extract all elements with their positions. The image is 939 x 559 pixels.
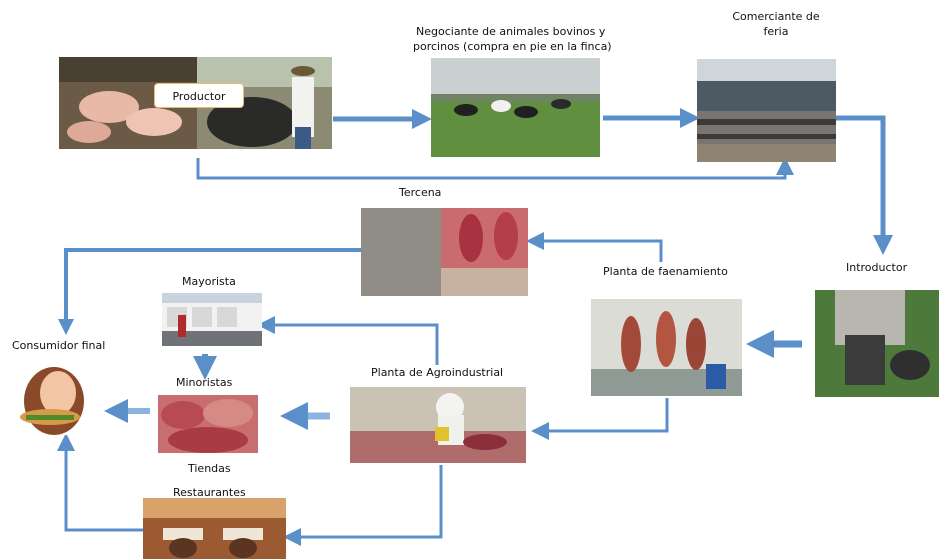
mayorista-photo [162, 293, 262, 346]
negociante-field-photo [431, 58, 600, 157]
minoristas-label: Minoristas [176, 376, 233, 389]
arrow-agroindustrial-mayorista [257, 316, 439, 365]
planta-agroindustrial-photo [350, 387, 526, 463]
arrow-tercena-consumidor [58, 248, 362, 335]
arrow-agroindustrial-restaurantes [283, 465, 443, 546]
arrow-faenamiento-tercena [526, 232, 663, 262]
arrow-restaurantes-consumidor [57, 433, 143, 532]
comerciante-label: Comerciante de [732, 10, 820, 23]
introductor-label: Introductor [846, 261, 908, 274]
arrow-productor-comerciante-bypass [196, 157, 794, 180]
productor-label: Productor [154, 83, 244, 108]
tercena-label: Tercena [399, 186, 442, 199]
consumidor-final-label: Consumidor final [12, 339, 106, 352]
mayorista-label: Mayorista [182, 275, 236, 288]
arrow-faenamiento-agroindustrial [531, 398, 669, 440]
tercena-photo [361, 208, 528, 296]
comerciante-label-line2: feria [763, 25, 789, 38]
planta-faenamiento-label: Planta de faenamiento [603, 265, 728, 278]
negociante-label: Negociante de animales bovinos y [416, 25, 606, 38]
planta-faenamiento-photo [591, 299, 742, 396]
minoristas-photo [158, 395, 258, 453]
consumidor-final-photo [12, 361, 96, 435]
restaurantes-label: Restaurantes [173, 486, 246, 499]
comerciante-market-photo [697, 59, 836, 162]
tiendas-label: Tiendas [188, 462, 231, 475]
restaurantes-photo [143, 498, 286, 559]
negociante-label-line2: porcinos (compra en pie en la finca) [413, 40, 612, 53]
planta-agroindustrial-label: Planta de Agroindustrial [371, 366, 504, 379]
arrow-comerciante-introductor [836, 115, 893, 255]
introductor-photo [815, 290, 939, 397]
